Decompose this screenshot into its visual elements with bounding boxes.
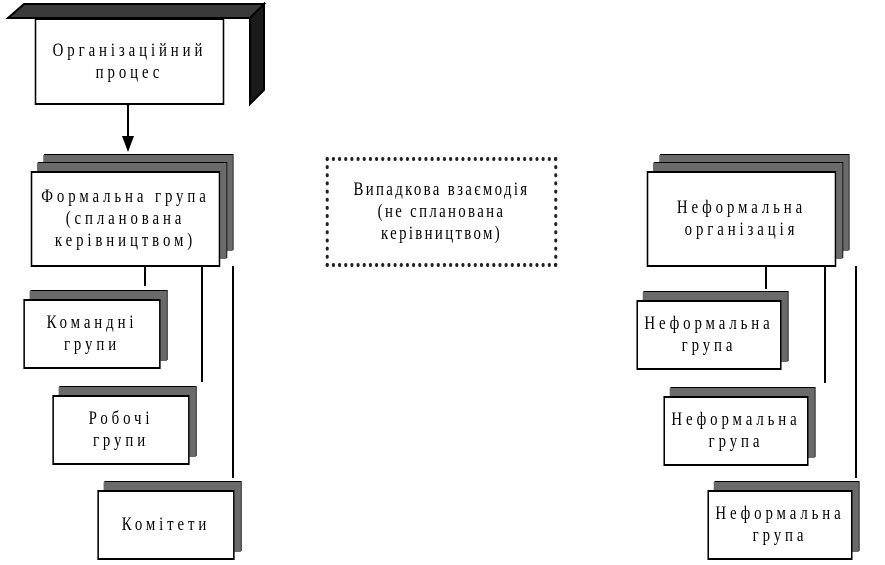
informal-group-2-label: Неформальна група [671,409,801,452]
committees-label: Комітети [121,514,211,535]
arrow-head [122,136,134,152]
team-groups-box: Командні групи [23,299,161,369]
informal-group-3-label: Неформальна група [715,503,845,546]
team-groups-label: Командні групи [46,312,138,355]
random-interaction-box: Випадкова взаємодія (не спланована керів… [325,157,558,267]
random-interaction-label: Випадкова взаємодія (не спланована керів… [353,179,530,244]
committees-box: Комітети [97,490,235,560]
org-process-label: Організаційний процес [52,39,207,83]
informal-group-1-label: Неформальна група [644,313,774,356]
org-process-side-face [249,1,265,107]
informal-group-2-box: Неформальна група [663,396,809,466]
informal-org-box: Неформальна організація [646,171,837,267]
work-groups-label: Робочі групи [88,408,154,451]
informal-group-1-box: Неформальна група [636,300,782,370]
org-process-box: Організаційний процес [34,18,225,105]
org-process-top-face [5,3,267,19]
formal-group-box: Формальна група (спланована керівництвом… [30,171,221,267]
work-groups-box: Робочі групи [52,395,190,465]
informal-group-3-box: Неформальна група [707,490,853,560]
informal-org-label: Неформальна організація [676,197,807,240]
formal-group-label: Формальна група (спланована керівництвом… [41,186,210,251]
